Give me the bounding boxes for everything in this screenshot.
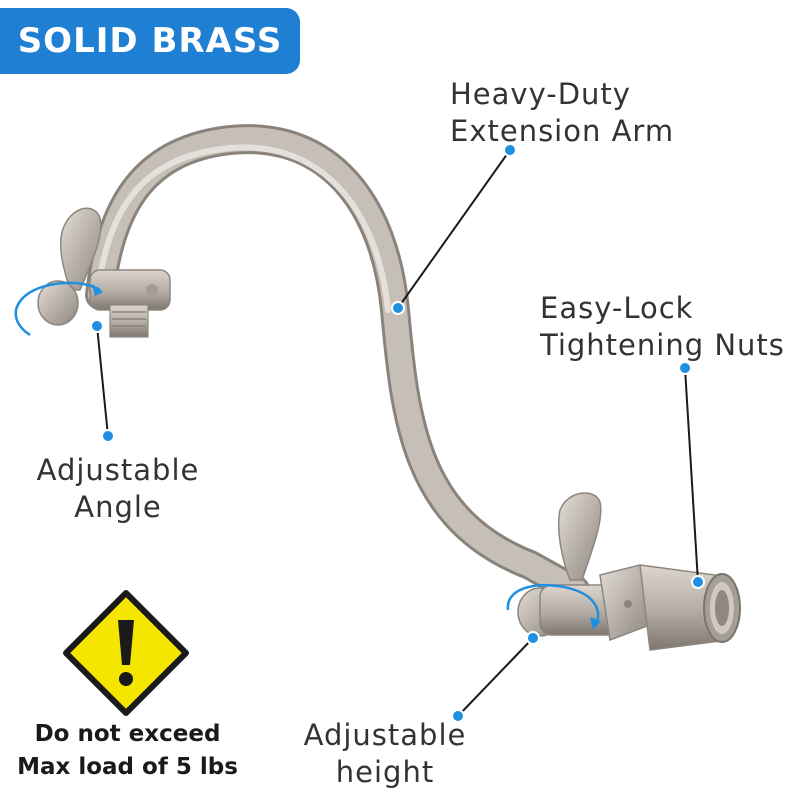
callout-lock-nuts: Easy-Lock Tightening Nuts [540, 290, 785, 364]
callout-dots [90, 143, 705, 723]
callout-adjustable-height-line2: height [335, 755, 435, 789]
callout-adjustable-height-line1: Adjustable [303, 718, 467, 752]
solid-brass-badge: SOLID BRASS [0, 8, 300, 74]
callout-adjustable-angle: Adjustable Angle [28, 452, 208, 526]
callout-lock-nuts-line2: Tightening Nuts [540, 328, 785, 362]
callout-adjustable-height: Adjustable height [295, 717, 475, 791]
rotation-arrow-left [14, 281, 103, 337]
left-ball-joint [37, 207, 171, 338]
max-load-warning: Do not exceed Max load of 5 lbs [0, 718, 255, 784]
extension-arm [85, 124, 590, 605]
callout-lines [96, 149, 699, 717]
callout-adjustable-angle-line2: Angle [74, 490, 162, 524]
callout-extension-arm: Heavy-Duty Extension Arm [450, 76, 674, 150]
warning-sign-icon [63, 590, 189, 716]
right-ball-joint [517, 492, 741, 651]
warning-line1: Do not exceed [34, 721, 221, 747]
callout-adjustable-angle-line1: Adjustable [36, 453, 200, 487]
rotation-arrow-right [506, 583, 601, 630]
callout-lock-nuts-line1: Easy-Lock [540, 291, 694, 325]
callout-extension-arm-line2: Extension Arm [450, 114, 675, 148]
warning-line2: Max load of 5 lbs [17, 754, 238, 780]
callout-extension-arm-line1: Heavy-Duty [450, 77, 631, 111]
